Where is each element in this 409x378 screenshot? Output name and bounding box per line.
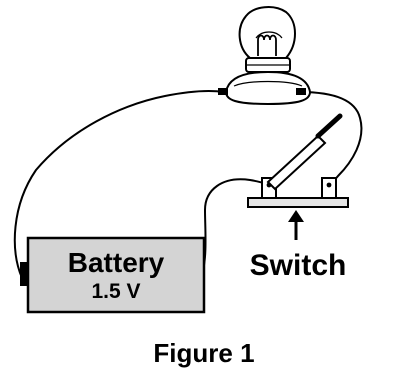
figure-caption: Figure 1 xyxy=(153,338,254,368)
wire-bulb-to-switch xyxy=(299,91,363,187)
battery-voltage: 1.5 V xyxy=(91,280,140,303)
bulb-filament-top xyxy=(255,31,283,39)
battery: Battery 1.5 V xyxy=(20,236,206,314)
bulb-terminal-left xyxy=(218,88,228,95)
battery-label: Battery xyxy=(68,247,165,278)
bulb-filament xyxy=(257,34,277,56)
switch-terminal-right xyxy=(321,177,337,199)
switch-label: Switch xyxy=(250,249,347,282)
knife-switch xyxy=(247,113,349,208)
switch-arrow xyxy=(288,210,304,240)
bulb-socket xyxy=(224,70,312,106)
battery-terminal-left xyxy=(20,262,30,286)
switch-base xyxy=(247,197,349,208)
battery-body xyxy=(26,236,206,314)
switch-terminal-right-screw xyxy=(326,182,332,188)
bulb-socket-highlight xyxy=(233,80,303,87)
light-bulb xyxy=(218,6,312,106)
switch-blade xyxy=(266,134,327,191)
bulb-terminal-right xyxy=(296,88,306,95)
wire-battery-to-bulb xyxy=(13,90,225,279)
switch-handle xyxy=(315,113,343,139)
